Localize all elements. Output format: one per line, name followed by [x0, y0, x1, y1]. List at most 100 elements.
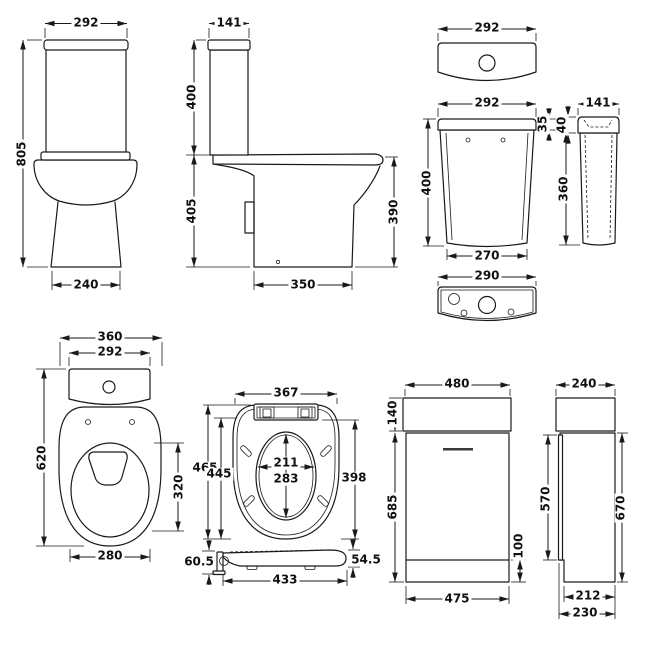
seat-fixing-hole	[129, 419, 135, 425]
basin-side	[555, 397, 616, 432]
cistern-lid	[577, 116, 620, 134]
door-handle	[443, 448, 473, 451]
dim-seat-plan-opening-depth: 283	[271, 471, 301, 486]
dim-toilet-side-cistern-height: 400	[184, 82, 199, 112]
seat-fixing-hole	[85, 419, 91, 425]
seat-bumper	[304, 565, 316, 570]
dim-vanity-side-overall-depth: 230	[570, 605, 600, 620]
cistern-body	[439, 129, 535, 248]
dim-vanity-front-plinth-height: 100	[511, 531, 526, 561]
dim-vanity-front-width: 480	[442, 376, 472, 391]
pedestal-outline	[50, 201, 122, 268]
seat-bumper	[246, 565, 258, 570]
dim-vanity-side-plinth-depth: 212	[573, 588, 603, 603]
lid-recess	[583, 119, 613, 128]
inlet-hole	[477, 295, 497, 315]
dim-seat-plan-ring-depth: 445	[204, 466, 234, 481]
dim-cistern-top-width: 292	[472, 20, 502, 35]
dim-cistern-front-base-width: 270	[472, 248, 502, 263]
dim-seat-plan-opening-width: 211	[271, 455, 301, 470]
cistern-body	[579, 132, 618, 246]
hinge-pivot	[219, 556, 229, 566]
seat-opening	[255, 431, 317, 521]
seat-bumper	[243, 495, 255, 507]
dim-cistern-front-lid-height: 35	[535, 113, 550, 135]
dim-toilet-front-base-width: 240	[71, 277, 101, 292]
dim-toilet-side-pan-height: 405	[184, 196, 199, 226]
vanity-side-view	[543, 382, 628, 619]
cabinet-front	[405, 432, 510, 583]
dim-cistern-bottom-width: 290	[472, 268, 502, 283]
dim-cistern-side-depth: 141	[583, 95, 613, 110]
dim-toilet-side-rim-height: 390	[386, 197, 401, 227]
dim-toilet-plan-front-width: 280	[95, 548, 125, 563]
dim-seat-profile-back-height: 60.5	[182, 554, 216, 569]
dim-vanity-side-door-height: 570	[538, 484, 553, 514]
basin-front	[402, 397, 512, 432]
pan-ledge	[40, 151, 131, 161]
flush-spreader	[88, 451, 128, 486]
bolt-hole	[507, 308, 515, 316]
vanity-front-view	[389, 382, 526, 604]
cistern-lid	[43, 39, 129, 51]
dim-cistern-side-body-height: 360	[556, 174, 571, 204]
seat-lid-profile	[222, 549, 347, 567]
dim-cistern-front-height: 400	[419, 168, 434, 198]
hinge-block	[297, 406, 313, 419]
cistern-lid	[437, 118, 537, 131]
cistern-body	[45, 48, 127, 156]
flush-button-hole	[478, 54, 496, 72]
dim-vanity-front-base-width: 475	[442, 591, 472, 606]
cistern-side-view	[559, 101, 620, 246]
hinge-foot	[212, 570, 226, 576]
dim-toilet-plan-overall-depth: 620	[34, 443, 49, 473]
fixing-hole	[500, 137, 506, 143]
cistern-underside-view	[437, 274, 537, 322]
fixing-hole	[275, 259, 281, 265]
dim-toilet-front-overall-height: 805	[14, 139, 29, 169]
toilet-side-view	[186, 20, 398, 290]
seat-bumper	[240, 445, 252, 457]
hinge-block	[259, 406, 275, 419]
dim-seat-profile-front-height: 54.5	[349, 552, 383, 567]
toilet-plan-view	[36, 335, 184, 562]
toilet-front-view	[20, 20, 138, 290]
pan-profile	[212, 163, 381, 268]
dim-seat-profile-length: 433	[270, 572, 300, 587]
door-slab	[557, 434, 564, 561]
seat-plan-view	[203, 391, 359, 540]
underside-outline	[437, 286, 537, 322]
dim-cistern-side-lid-height: 40	[554, 114, 569, 136]
seat-bumper	[317, 495, 329, 507]
dim-toilet-side-cistern-depth: 141	[214, 15, 244, 30]
bowl-opening	[70, 442, 150, 538]
cistern-lid-plan-view	[437, 26, 537, 82]
lid-outline	[437, 42, 537, 82]
dim-vanity-side-depth: 240	[569, 376, 599, 391]
dim-toilet-plan-bowl-depth: 320	[171, 472, 186, 502]
cistern-lid	[207, 39, 251, 51]
dim-vanity-front-basin-height: 140	[385, 398, 400, 428]
bowl-outline	[33, 159, 138, 206]
seat-profile-edge	[212, 153, 384, 166]
cistern-body	[209, 49, 249, 156]
dim-vanity-front-cabinet-height: 685	[385, 492, 400, 522]
dim-toilet-side-pan-depth: 350	[288, 277, 318, 292]
overflow-hole	[448, 293, 460, 305]
cistern-outline	[68, 368, 151, 406]
dim-toilet-front-cistern-width: 292	[71, 15, 101, 30]
seat-bumper	[320, 445, 332, 457]
flush-button	[102, 380, 116, 394]
hinge-bar	[253, 403, 319, 421]
bolt-hole	[460, 309, 468, 317]
dim-toilet-plan-overall-width: 360	[95, 329, 125, 344]
dim-vanity-side-overall-height: 670	[613, 493, 628, 523]
soil-outlet	[244, 201, 255, 234]
dim-seat-plan-lid-depth: 398	[339, 470, 369, 485]
dim-cistern-front-width: 292	[472, 95, 502, 110]
cabinet-side	[559, 432, 616, 583]
dim-seat-plan-width: 367	[271, 385, 301, 400]
fixing-hole	[465, 137, 471, 143]
